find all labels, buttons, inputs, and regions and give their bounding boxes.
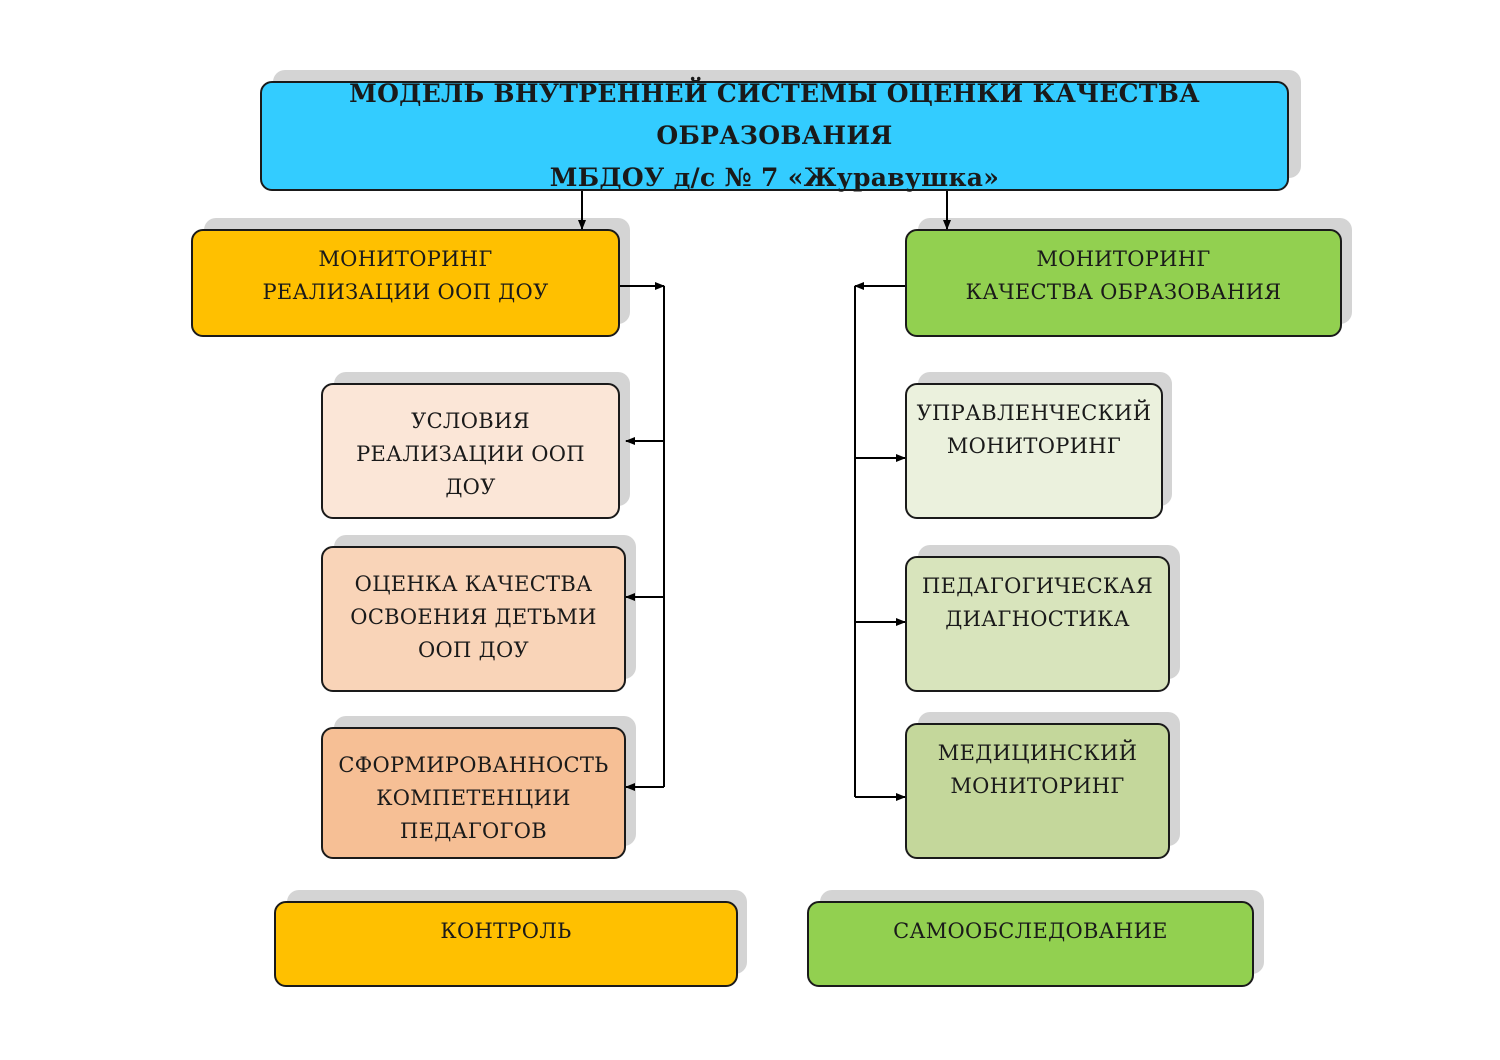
footer-left-label: КОНТРОЛЬ [440, 919, 572, 943]
left-item-2-box: ОЦЕНКА КАЧЕСТВА ОСВОЕНИЯ ДЕТЬМИ ООП ДОУ [321, 546, 626, 692]
diagram-title-line2: МБДОУ д/с № 7 «Журавушка» [549, 163, 1000, 192]
left-item-3-line1: СФОРМИРОВАННОСТЬ [338, 753, 609, 777]
left-item-1-line1: УСЛОВИЯ [411, 409, 530, 433]
right-item-2-line2: ДИАГНОСТИКА [945, 607, 1130, 631]
right-item-3-box: МЕДИЦИНСКИЙ МОНИТОРИНГ [905, 723, 1170, 859]
right-item-1-box: УПРАВЛЕНЧЕСКИЙ МОНИТОРИНГ [905, 383, 1163, 519]
left-item-3-box: СФОРМИРОВАННОСТЬ КОМПЕТЕНЦИИ ПЕДАГОГОВ [321, 727, 626, 859]
right-item-1-line2: МОНИТОРИНГ [946, 434, 1122, 458]
left-item-1-box: УСЛОВИЯ РЕАЛИЗАЦИИ ООП ДОУ [321, 383, 620, 519]
right-item-2-line1: ПЕДАГОГИЧЕСКАЯ [922, 574, 1153, 598]
left-item-1-line2: РЕАЛИЗАЦИИ ООП [356, 442, 585, 466]
right-item-3-line1: МЕДИЦИНСКИЙ [937, 741, 1138, 765]
diagram-title-line1: МОДЕЛЬ ВНУТРЕННЕЙ СИСТЕМЫ ОЦЕНКИ КАЧЕСТВ… [349, 79, 1200, 150]
left-header-line2: РЕАЛИЗАЦИИ ООП ДОУ [262, 280, 549, 304]
right-header-box: МОНИТОРИНГ КАЧЕСТВА ОБРАЗОВАНИЯ [905, 229, 1342, 337]
footer-left-box: КОНТРОЛЬ [274, 901, 738, 987]
left-item-2-line2: ОСВОЕНИЯ ДЕТЬМИ [350, 605, 597, 629]
right-item-2-box: ПЕДАГОГИЧЕСКАЯ ДИАГНОСТИКА [905, 556, 1170, 692]
left-item-1-line3: ДОУ [445, 475, 496, 499]
left-item-2-line1: ОЦЕНКА КАЧЕСТВА [354, 572, 593, 596]
left-header-line1: МОНИТОРИНГ [318, 247, 493, 271]
left-item-3-line2: КОМПЕТЕНЦИИ [376, 786, 571, 810]
left-item-2-line3: ООП ДОУ [418, 638, 529, 662]
right-item-3-line2: МОНИТОРИНГ [950, 774, 1125, 798]
diagram-title-box: МОДЕЛЬ ВНУТРЕННЕЙ СИСТЕМЫ ОЦЕНКИ КАЧЕСТВ… [260, 79, 1289, 192]
footer-right-label: САМООБСЛЕДОВАНИЕ [893, 919, 1168, 943]
right-item-1-line1: УПРАВЛЕНЧЕСКИЙ [916, 401, 1152, 425]
right-header-line1: МОНИТОРИНГ [1036, 247, 1211, 271]
left-header-box: МОНИТОРИНГ РЕАЛИЗАЦИИ ООП ДОУ [191, 229, 620, 337]
right-header-line2: КАЧЕСТВА ОБРАЗОВАНИЯ [965, 280, 1282, 304]
left-item-3-line3: ПЕДАГОГОВ [400, 819, 547, 843]
footer-right-box: САМООБСЛЕДОВАНИЕ [807, 901, 1254, 987]
